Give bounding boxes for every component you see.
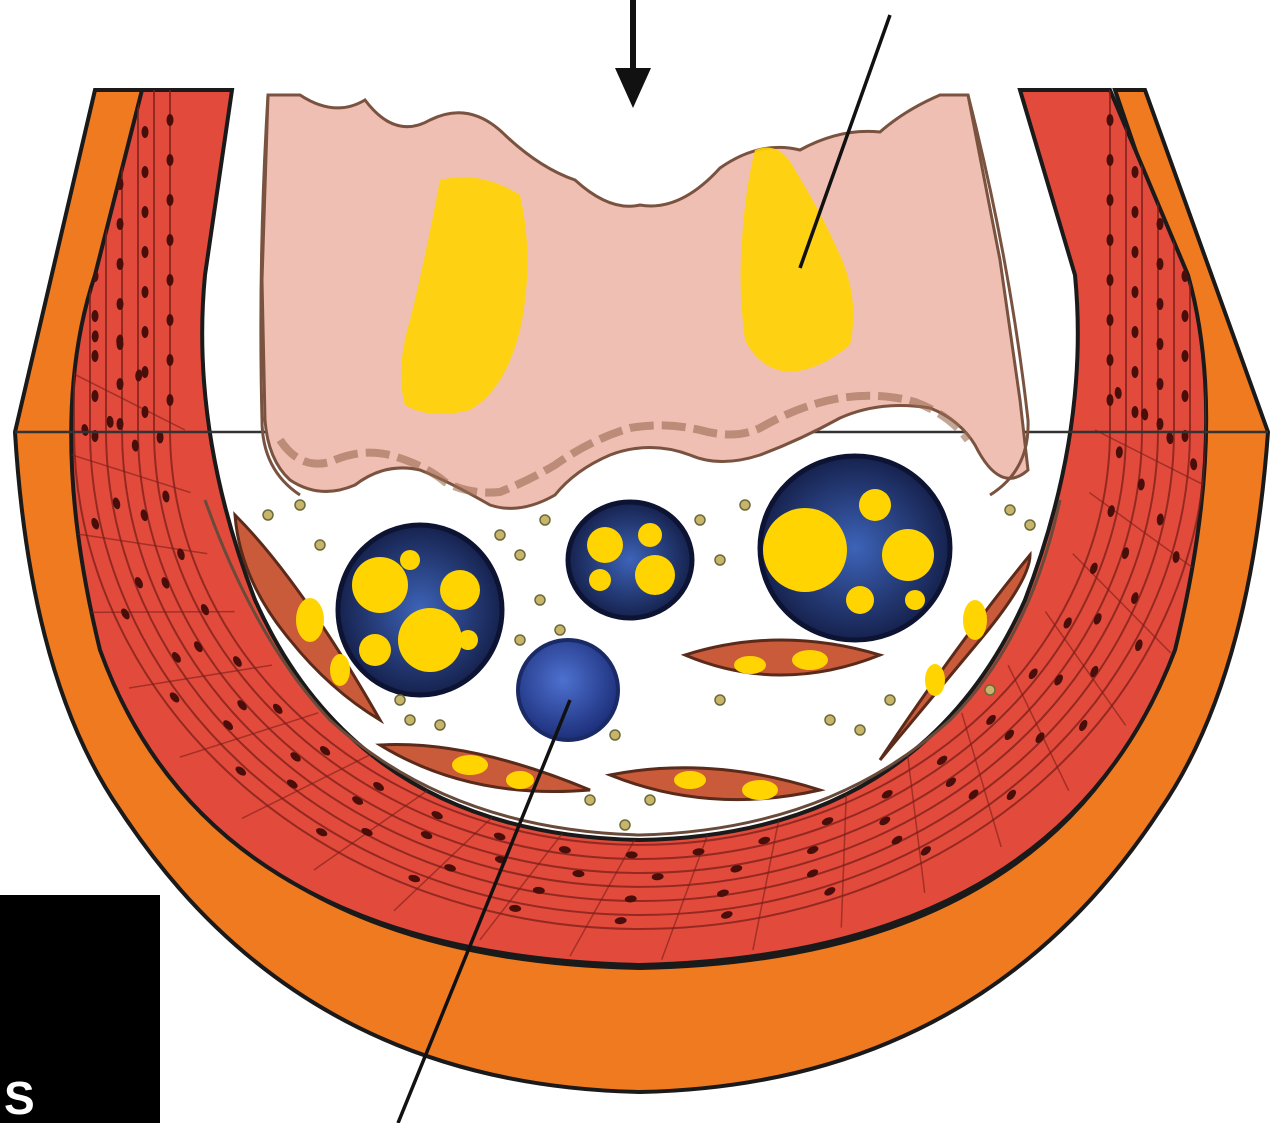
muscle-nucleus xyxy=(142,366,149,378)
muscle-nucleus xyxy=(167,154,174,166)
ldl-particle xyxy=(645,795,655,805)
muscle-nucleus xyxy=(1107,394,1114,406)
muscle-nucleus xyxy=(1132,286,1139,298)
muscle-nucleus xyxy=(1107,194,1114,206)
muscle-nucleus xyxy=(1107,154,1114,166)
muscle-nucleus xyxy=(1132,326,1139,338)
muscle-nucleus xyxy=(1132,366,1139,378)
muscle-nucleus xyxy=(117,418,124,430)
muscle-nucleus xyxy=(1157,218,1164,230)
muscle-nucleus xyxy=(1132,206,1139,218)
ldl-particle xyxy=(315,540,325,550)
muscle-nucleus xyxy=(117,378,124,390)
muscle-nucleus xyxy=(117,338,124,350)
ldl-particle xyxy=(715,695,725,705)
ldl-particle xyxy=(740,500,750,510)
muscle-nucleus xyxy=(167,354,174,366)
muscle-fibre xyxy=(91,612,235,613)
muscle-nucleus xyxy=(167,194,174,206)
ldl-particle xyxy=(620,820,630,830)
muscle-nucleus xyxy=(1107,114,1114,126)
ldl-particle xyxy=(515,550,525,560)
ldl-particle xyxy=(715,555,725,565)
ldl-particle xyxy=(515,635,525,645)
ldl-particle xyxy=(535,595,545,605)
foam-cell-left xyxy=(338,525,502,695)
muscle-nucleus xyxy=(1157,338,1164,350)
ldl-particle xyxy=(855,725,865,735)
muscle-nucleus xyxy=(1107,314,1114,326)
ldl-particle xyxy=(495,530,505,540)
ldl-particle xyxy=(610,730,620,740)
muscle-nucleus xyxy=(142,126,149,138)
muscle-nucleus xyxy=(1157,418,1164,430)
muscle-nucleus xyxy=(167,274,174,286)
muscle-nucleus xyxy=(117,258,124,270)
ldl-particle xyxy=(263,510,273,520)
muscle-nucleus xyxy=(1107,274,1114,286)
muscle-nucleus xyxy=(1132,246,1139,258)
ldl-particle xyxy=(985,685,995,695)
foam-cell-middle xyxy=(568,502,692,618)
ldl-particle xyxy=(585,795,595,805)
ldl-particle xyxy=(295,500,305,510)
muscle-nucleus xyxy=(1182,150,1189,162)
muscle-nucleus xyxy=(142,326,149,338)
muscle-nucleus xyxy=(1132,166,1139,178)
muscle-nucleus xyxy=(142,406,149,418)
muscle-nucleus xyxy=(1157,378,1164,390)
muscle-nucleus xyxy=(167,394,174,406)
muscle-nucleus xyxy=(142,246,149,258)
muscle-nucleus xyxy=(142,286,149,298)
atheromatous-plaque xyxy=(262,95,1028,508)
monocyte xyxy=(518,640,618,740)
muscle-nucleus xyxy=(117,298,124,310)
muscle-nucleus xyxy=(117,218,124,230)
muscle-nucleus xyxy=(142,166,149,178)
ldl-particle xyxy=(1005,505,1015,515)
ldl-particle xyxy=(695,515,705,525)
corner-label: S xyxy=(4,1075,35,1121)
muscle-nucleus xyxy=(1107,234,1114,246)
ldl-particle xyxy=(395,695,405,705)
muscle-nucleus xyxy=(92,310,99,322)
ldl-particle xyxy=(555,625,565,635)
muscle-nucleus xyxy=(1182,350,1189,362)
ldl-particle xyxy=(405,715,415,725)
muscle-nucleus xyxy=(1157,298,1164,310)
muscle-nucleus xyxy=(142,206,149,218)
lumen-arrow xyxy=(615,0,651,108)
ldl-particle xyxy=(540,515,550,525)
muscle-nucleus xyxy=(167,314,174,326)
ldl-particle xyxy=(435,720,445,730)
ldl-particle xyxy=(885,695,895,705)
muscle-nucleus xyxy=(92,390,99,402)
foam-cell-right xyxy=(760,456,950,640)
corner-label-box: S xyxy=(0,895,160,1123)
muscle-nucleus xyxy=(1157,258,1164,270)
muscle-nucleus xyxy=(1132,406,1139,418)
ldl-particle xyxy=(825,715,835,725)
muscle-nucleus xyxy=(1107,354,1114,366)
muscle-nucleus xyxy=(1182,310,1189,322)
ldl-particle xyxy=(1025,520,1035,530)
muscle-nucleus xyxy=(1182,390,1189,402)
muscle-nucleus xyxy=(167,114,174,126)
muscle-nucleus xyxy=(92,350,99,362)
muscle-nucleus xyxy=(167,234,174,246)
